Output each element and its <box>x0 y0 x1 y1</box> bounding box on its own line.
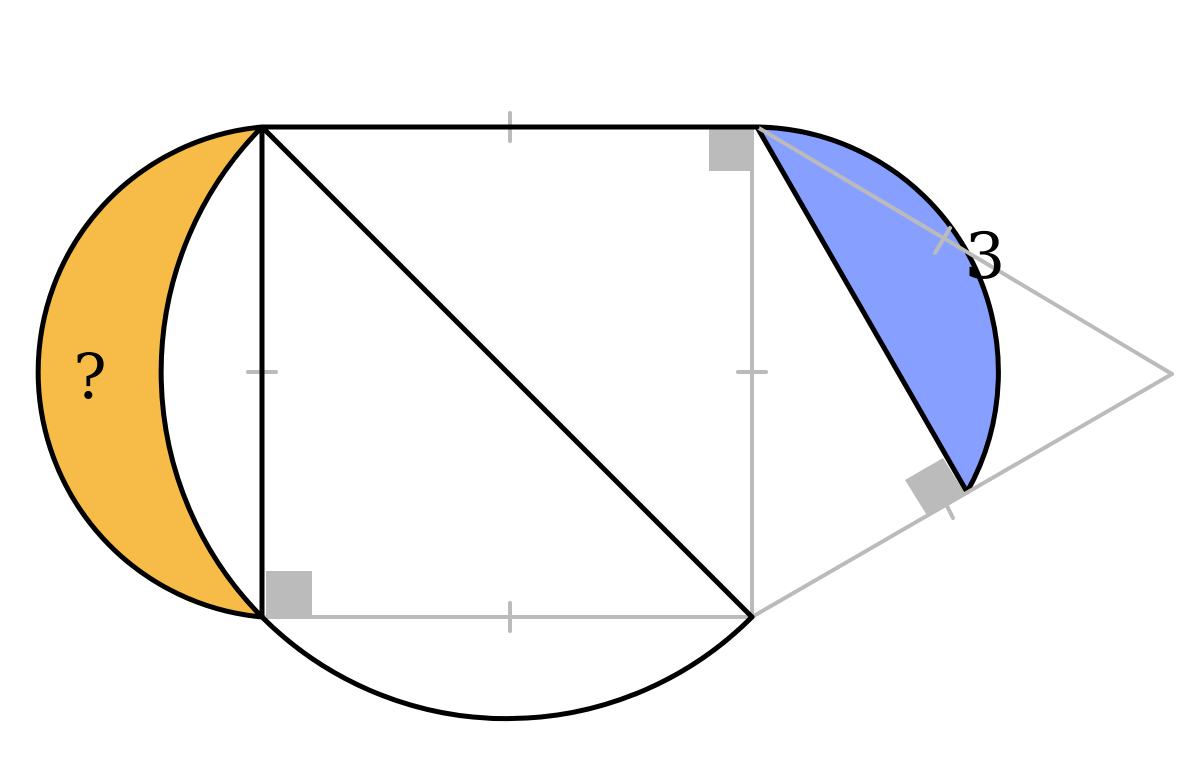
blue-semicircle <box>754 124 1001 495</box>
black-lines <box>259 124 760 722</box>
unknown-area-label: ? <box>73 340 106 413</box>
triangle-upper-side <box>755 125 1174 376</box>
bottom-semicircle-arc <box>259 614 755 722</box>
right-angle-bottom-left <box>266 571 312 615</box>
right-angle-markers <box>266 129 966 615</box>
blue-diameter-label: 3 <box>965 220 1006 294</box>
right-angle-triangle <box>905 458 966 517</box>
tick-blue-diameter <box>933 226 952 255</box>
gray-construction-lines <box>246 111 1174 633</box>
right-angle-top-right <box>709 129 753 171</box>
square-diagonal <box>259 124 755 620</box>
orange-lune <box>35 124 265 620</box>
